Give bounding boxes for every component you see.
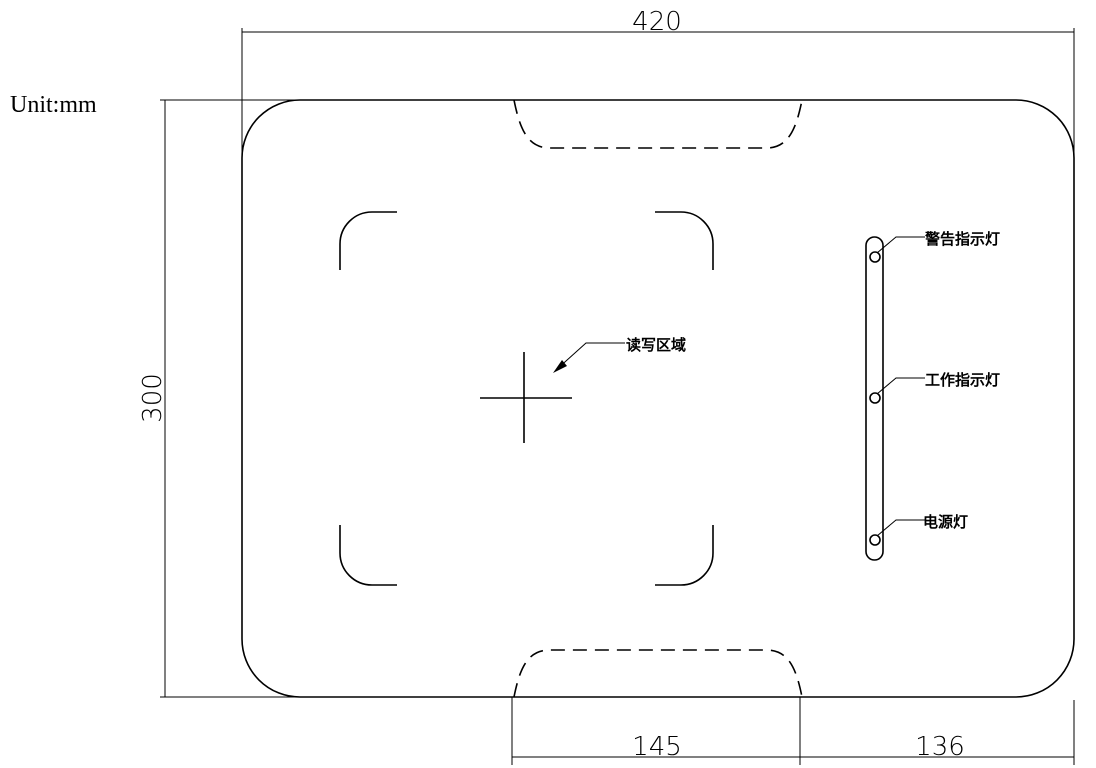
device-outline (241, 99, 1075, 698)
notch-width-label: 145 (632, 732, 682, 762)
notch-offset-label: 136 (915, 732, 965, 762)
width-label: 420 (632, 7, 682, 37)
crosshair-icon (480, 352, 572, 443)
unit-label: Unit:mm (10, 92, 97, 118)
power-light-label: 电源灯 (923, 513, 968, 531)
indicator-strip: 警告指示灯 工作指示灯 电源灯 (865, 230, 1000, 561)
working-light-icon (869, 392, 881, 404)
working-light-label: 工作指示灯 (925, 371, 1000, 389)
height-dimension: 300 (138, 99, 300, 698)
warning-light-icon (869, 251, 881, 263)
bottom-notch (513, 649, 803, 698)
read-area-leader: 读写区域 (553, 336, 686, 373)
read-area-frame (339, 211, 714, 586)
height-label: 300 (138, 373, 168, 423)
top-notch (513, 99, 803, 149)
warning-light-label: 警告指示灯 (924, 230, 1000, 248)
width-dimension: 420 (241, 7, 1075, 160)
read-area-label: 读写区域 (626, 336, 686, 354)
power-light-icon (869, 534, 881, 546)
bottom-dimensions: 145 136 (511, 697, 1075, 765)
